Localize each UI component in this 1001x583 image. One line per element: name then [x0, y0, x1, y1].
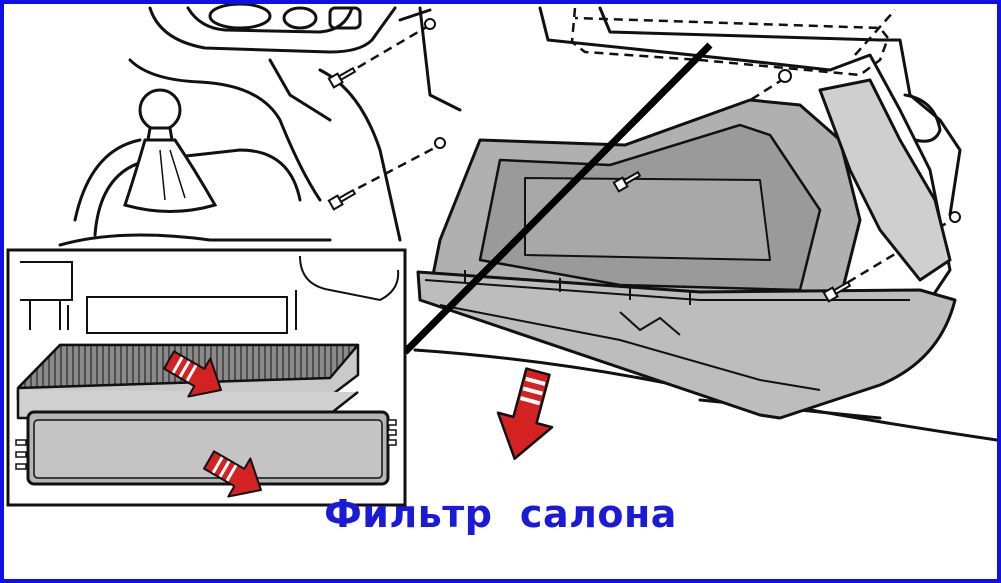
screw-icon: [327, 18, 961, 303]
gear-shift: [123, 88, 218, 213]
filter-inset: [6, 248, 407, 507]
red-downward-arrow: [203, 450, 262, 498]
red-downward-arrow: [163, 350, 222, 398]
glovebox: [416, 78, 957, 420]
red-downward-arrow: [496, 367, 554, 460]
diagram-canvas: [6, 4, 997, 507]
dashboard-lines: [58, 4, 997, 442]
callout-line: [402, 42, 713, 355]
